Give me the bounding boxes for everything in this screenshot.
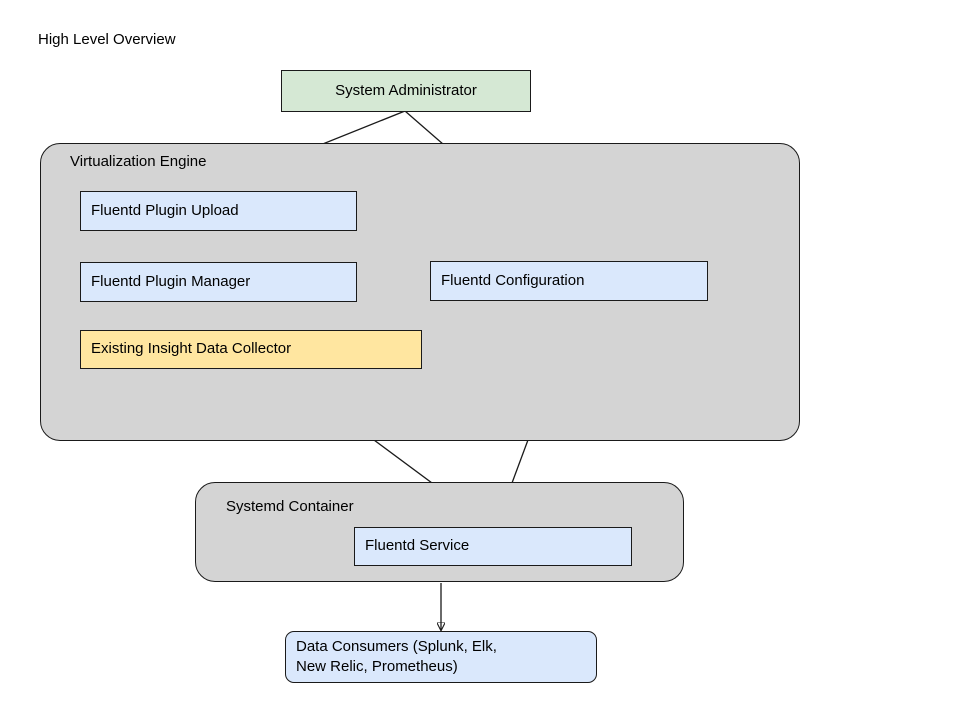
node-existing-insight-data-collector[interactable]: Existing Insight Data Collector [80, 330, 422, 369]
node-fluentd-configuration[interactable]: Fluentd Configuration [430, 261, 708, 301]
node-data-consumers[interactable]: Data Consumers (Splunk, Elk, New Relic, … [285, 631, 597, 683]
node-fluentd-service[interactable]: Fluentd Service [354, 527, 632, 566]
node-fluentd-plugin-manager[interactable]: Fluentd Plugin Manager [80, 262, 357, 302]
node-system-administrator[interactable]: System Administrator [281, 70, 531, 112]
page-title: High Level Overview [38, 31, 176, 48]
group-label-systemd-container: Systemd Container [226, 498, 354, 515]
node-fluentd-plugin-upload[interactable]: Fluentd Plugin Upload [80, 191, 357, 231]
group-label-virtualization-engine: Virtualization Engine [70, 153, 207, 170]
